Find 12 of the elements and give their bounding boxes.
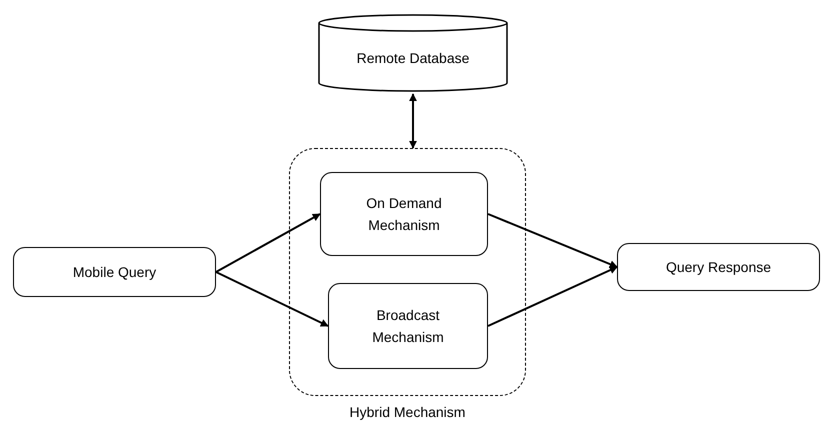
arrow	[216, 271, 329, 327]
arrow	[488, 213, 618, 268]
database-cylinder	[318, 14, 508, 92]
arrow	[409, 93, 417, 149]
arrow	[488, 266, 618, 327]
group-label: Hybrid Mechanism	[350, 404, 466, 420]
process-box: Broadcast Mechanism	[328, 283, 488, 369]
process-box: On Demand Mechanism	[320, 172, 488, 256]
node-label: Remote Database	[356, 50, 470, 66]
process-box: Query Response	[617, 243, 820, 291]
process-box: Mobile Query	[13, 247, 216, 297]
arrow	[216, 213, 321, 273]
